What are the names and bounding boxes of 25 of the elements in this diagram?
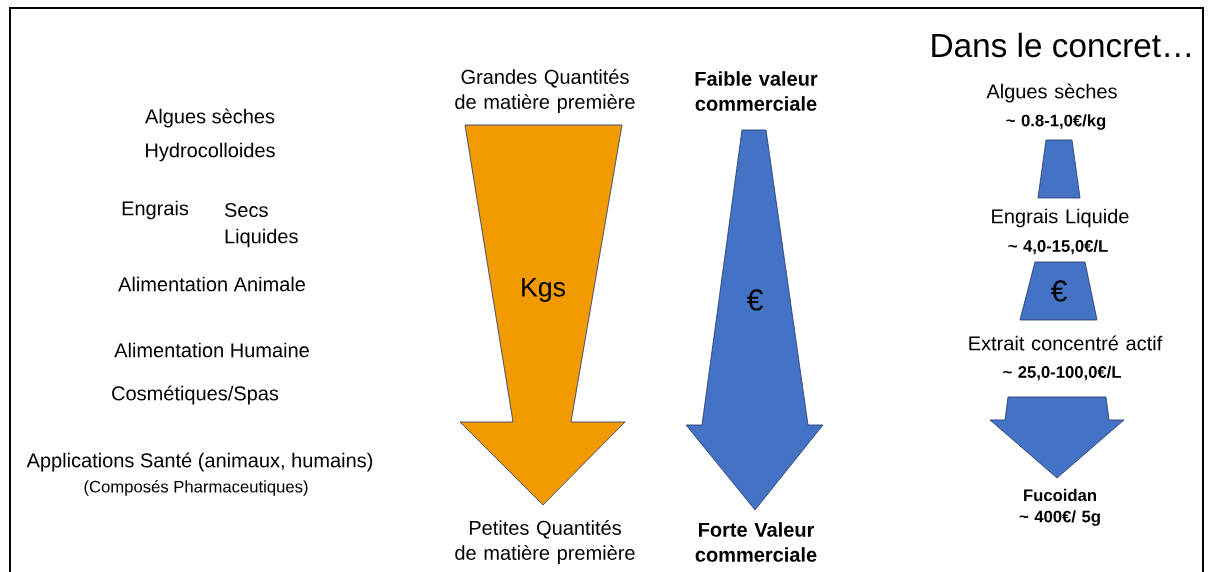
caption-text: Engrais Liquide: [992, 208, 1129, 228]
label-text: Cosmétiques/Spas: [112, 385, 279, 405]
caption-text: Algues sèches: [986, 83, 1117, 103]
label-text: Applications Santé (animaux, humains): [26, 452, 373, 472]
label-text: (Composés Pharmaceutiques): [84, 480, 308, 496]
arrow-shape: [989, 396, 1125, 479]
label-text: Engrais: [122, 200, 189, 220]
label-text: Secs: [224, 202, 268, 218]
label-text: Alimentation Humaine: [114, 342, 309, 358]
label-text: Alimentation Animale: [118, 276, 305, 292]
caption-text: ~ 400€/ 5g: [1019, 510, 1100, 526]
caption-text: Petites Quantités de matière première: [455, 520, 635, 564]
trapezoid-shape: [1037, 139, 1081, 199]
caption-text: Extrait concentré actif: [969, 335, 1163, 351]
caption-text: Fucoidan: [1024, 488, 1096, 502]
caption-text: ~ 0.8-1,0€/kg: [1006, 114, 1106, 130]
label-text: Liquides: [225, 228, 298, 248]
caption-text: ~ 4,0-15,0€/L: [1008, 239, 1108, 255]
label-text: Hydrocolloides: [146, 142, 275, 162]
label-text: Dans le concret…: [932, 32, 1190, 58]
caption-text: Faible valeur commerciale: [695, 71, 818, 111]
caption-text: ~ 25,0-100,0€/L: [1003, 365, 1121, 381]
caption-text: Grandes Quantités de matière première: [455, 69, 635, 113]
caption-text: Forte Valeur commerciale: [695, 522, 817, 562]
label-text: Algues sèches: [145, 108, 275, 128]
